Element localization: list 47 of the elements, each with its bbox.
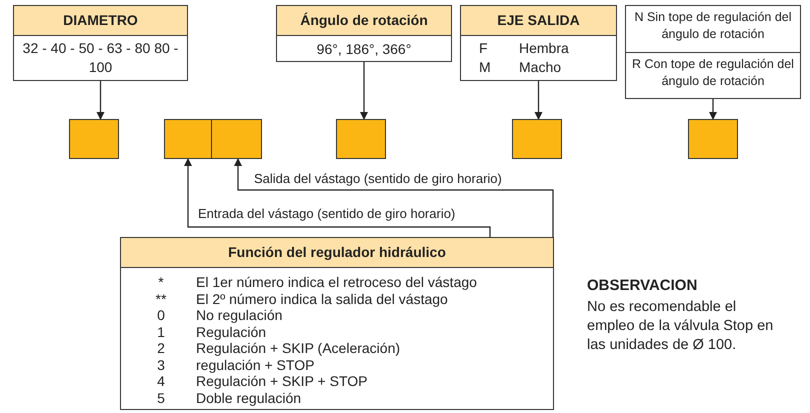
value-text: 96°, 186°, 366° [316, 40, 412, 59]
value-text: 32 - 40 - 50 - 63 - 80 80 - 100 [22, 39, 180, 77]
row-text: No regulación [196, 307, 284, 324]
note-heading: OBSERVACION [587, 276, 698, 296]
arrow [709, 99, 717, 120]
arrow [234, 158, 554, 237]
option-code: F [479, 39, 489, 58]
option-table [625, 5, 801, 99]
code-slot [211, 119, 262, 159]
option-text: Macho [519, 58, 562, 77]
arrow [96, 81, 104, 120]
arrow [184, 158, 491, 237]
row-code: 0 [156, 307, 166, 324]
function-table [120, 237, 554, 410]
option-text: Hembra [519, 39, 570, 58]
option-text: R Con tope de regulación del ángulo de rotación [626, 52, 800, 98]
note-text: No es recomendable el empleo de la válvula Stop en las unidades de Ø 100. [587, 298, 774, 354]
option-code: M [479, 58, 492, 77]
option-text: N Sin tope de regulación del ángulo de rotación [633, 9, 793, 43]
header-bar: EJE SALIDA [461, 6, 616, 36]
row-code: 3 [156, 356, 166, 373]
row-code: ** [154, 290, 168, 307]
row-text: Regulación + SKIP (Aceleración) [196, 340, 402, 356]
row-code: * [157, 274, 165, 290]
row-text: Regulación [196, 324, 268, 340]
code-slot [512, 119, 562, 159]
spec-table [13, 5, 188, 81]
row-text: Doble regulación [196, 390, 302, 406]
spec-table [460, 5, 617, 81]
header-bar: Ángulo de rotación [277, 6, 451, 36]
row-code: 5 [156, 390, 166, 406]
row-code: 2 [156, 340, 166, 356]
header-bar: DIAMETRO [14, 6, 187, 36]
row-code: 4 [156, 373, 166, 390]
code-slot [69, 119, 119, 159]
code-slot [336, 119, 386, 159]
spec-table [276, 5, 452, 62]
code-slot [164, 119, 212, 159]
arrow [360, 62, 368, 120]
row-code: 1 [156, 324, 166, 340]
row-text: regulación + STOP [196, 356, 316, 373]
header-bar: Función del regulador hidráulico [121, 238, 553, 268]
code-slot [688, 119, 738, 159]
row-text: El 1er número indica el retroceso del vástago [196, 274, 478, 290]
row-text: Regulación + SKIP + STOP [196, 373, 368, 390]
arrow [534, 81, 542, 120]
row-text: El 2º número indica la salida del vástago [196, 290, 449, 307]
